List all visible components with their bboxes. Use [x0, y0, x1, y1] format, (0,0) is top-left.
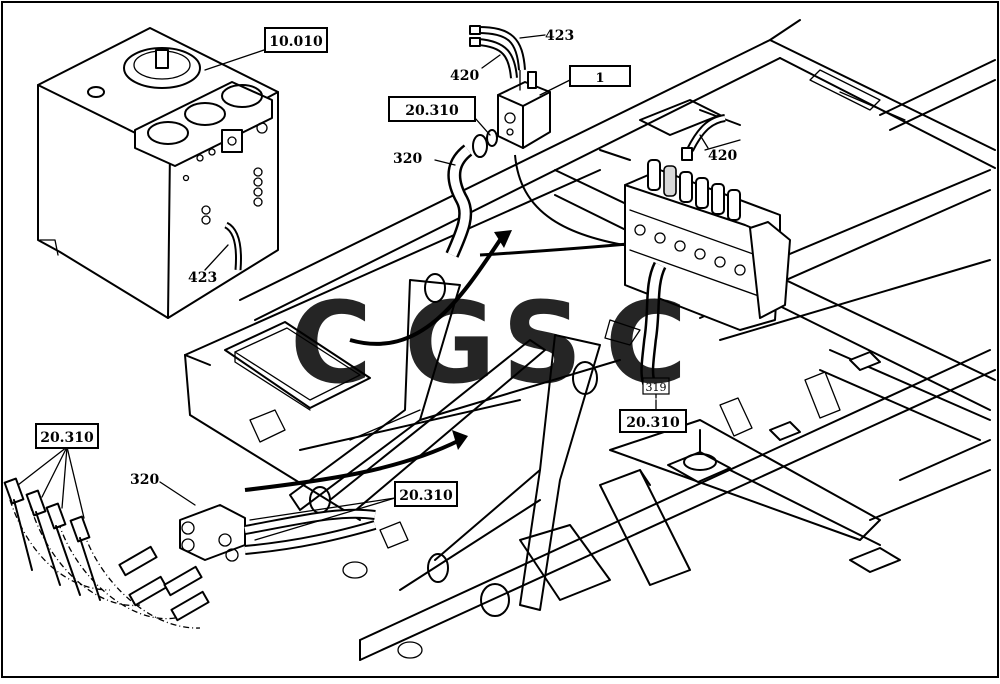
label-hose-upper-left: 420 — [450, 68, 479, 84]
callout-fitting-lower-left: 20.310 — [35, 423, 99, 449]
label-fitting-left: 20.310 — [405, 103, 459, 119]
label-hose-upper: 423 — [545, 28, 574, 44]
chassis-frame — [184, 19, 996, 661]
watermark-letter: G — [404, 279, 496, 409]
label-valve-ref: 1 — [595, 71, 604, 86]
upper-pipe — [445, 144, 473, 258]
label-hose-right: 420 — [708, 148, 737, 164]
watermark-letter: C — [290, 279, 372, 409]
valve-block — [469, 25, 551, 158]
hydraulic-tank — [37, 27, 279, 319]
label-hose-bottom-small: 319 — [646, 381, 667, 394]
callout-valve-ref: 1 — [569, 65, 631, 87]
label-fitting-center: 20.310 — [399, 488, 453, 504]
callout-fitting-center: 20.310 — [394, 481, 458, 507]
label-fitting-lower-left: 20.310 — [40, 430, 94, 446]
callout-tank-ref: 10.010 — [264, 27, 328, 53]
watermark: C G S C — [290, 279, 687, 409]
callout-hose-bottom-ref: 20.310 — [619, 409, 687, 433]
lower-left-hoses — [3, 477, 377, 629]
label-tank-ref: 10.010 — [269, 34, 323, 50]
label-hose-tank: 423 — [188, 270, 217, 286]
label-pipe-lower: 320 — [130, 472, 159, 488]
watermark-letter: C — [605, 279, 687, 409]
main-control-valve — [624, 114, 791, 389]
label-hose-bottom-ref: 20.310 — [626, 415, 680, 431]
callout-fitting-left: 20.310 — [388, 96, 476, 122]
label-pipe-upper: 320 — [393, 151, 422, 167]
watermark-letter: S — [502, 279, 583, 409]
callout-hose-bottom-small: 319 — [642, 377, 670, 395]
